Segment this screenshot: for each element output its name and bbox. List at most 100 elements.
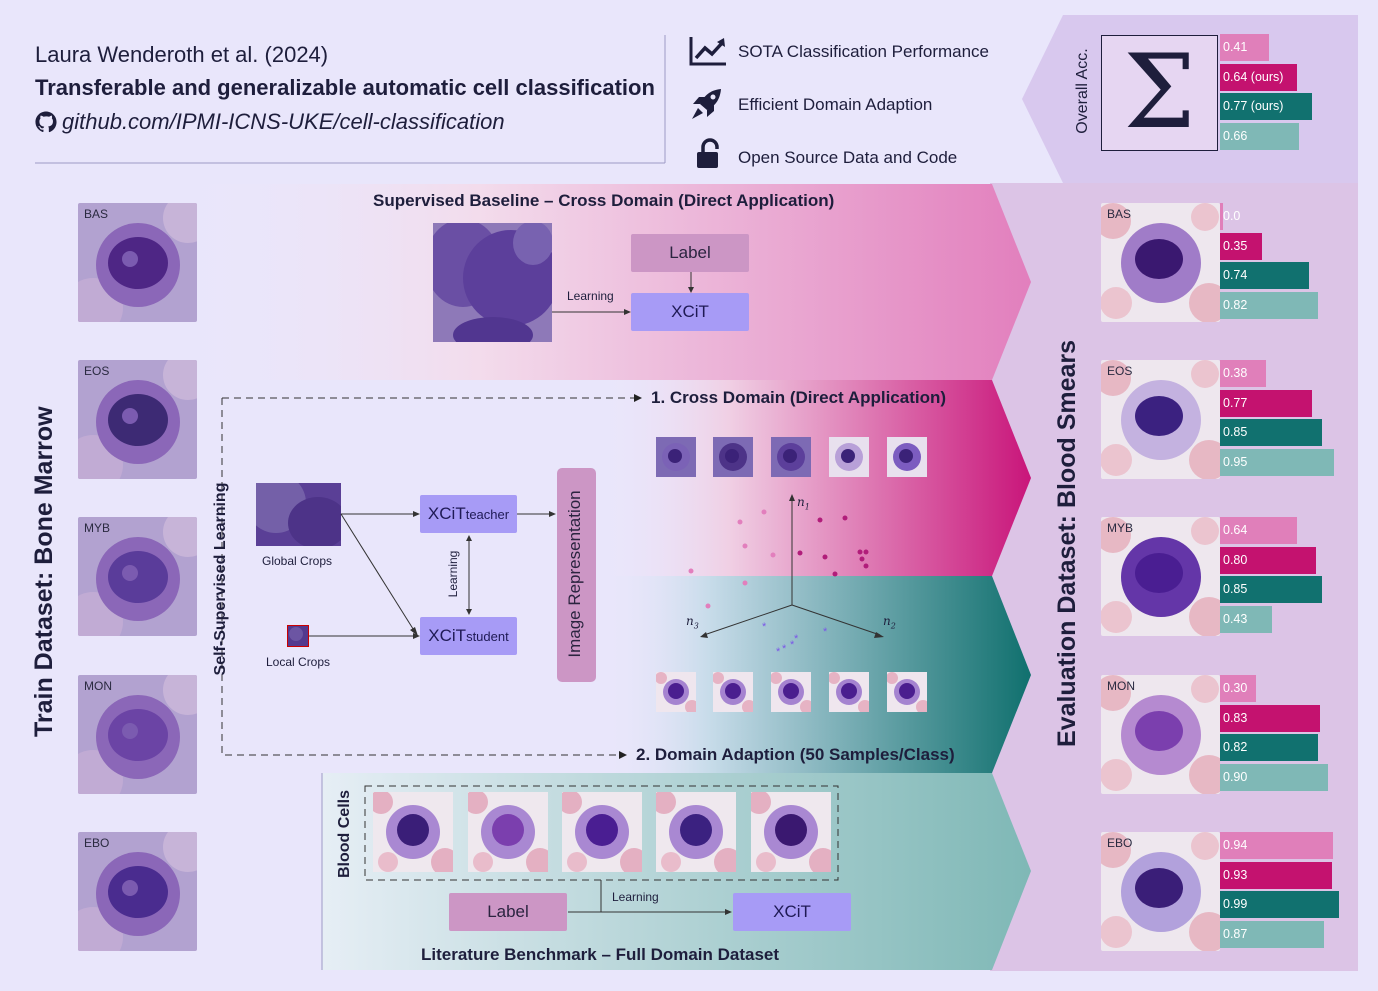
eval-bar-ebo-0: 0.94 bbox=[1220, 832, 1333, 859]
benchmark-cell bbox=[373, 792, 453, 872]
eval-bar-eos-0: 0.38 bbox=[1220, 360, 1266, 387]
domain-adaption-thumb bbox=[656, 672, 696, 712]
supervised-input-image bbox=[425, 219, 559, 353]
eval-bar-mon-2: 0.82 bbox=[1220, 734, 1319, 761]
train-cell-bas: BAS bbox=[78, 203, 197, 322]
eval-bar-bas-1: 0.35 bbox=[1220, 232, 1262, 260]
overall-bar-0: 0.41 bbox=[1220, 34, 1270, 61]
embedding-scatter: *** *** bbox=[688, 494, 884, 658]
train-cell-ebo: EBO bbox=[78, 832, 197, 951]
domain-adaption-title: 2. Domain Adaption (50 Samples/Class) bbox=[636, 745, 955, 764]
eval-dataset-label: Evaluation Dataset: Blood Smears bbox=[1053, 339, 1081, 747]
eval-bar-ebo-1: 0.93 bbox=[1220, 861, 1332, 889]
eval-bar-ebo-3: 0.87 bbox=[1220, 920, 1325, 948]
global-crop-image bbox=[246, 473, 348, 549]
eval-cell-myb: MYB bbox=[1101, 517, 1220, 636]
svg-text:*: * bbox=[823, 626, 828, 638]
domain-adaption-thumb bbox=[829, 672, 869, 712]
eval-cell-mon: MON bbox=[1101, 675, 1220, 794]
svg-text:*: * bbox=[762, 621, 767, 633]
benchmark-learning-label: Learning bbox=[612, 890, 659, 904]
xcit-student-base: XCiT bbox=[428, 626, 467, 645]
xcit-teacher-sub: teacher bbox=[465, 506, 510, 522]
scatter-cluster-pink bbox=[688, 509, 776, 609]
benchmark-cell bbox=[468, 792, 548, 872]
sigma-box: Σ bbox=[1101, 35, 1218, 151]
benchmark-cell bbox=[751, 792, 831, 872]
eval-bar-eos-1: 0.77 bbox=[1220, 389, 1313, 417]
eval-bar-mon-3: 0.90 bbox=[1220, 763, 1328, 791]
eval-bar-myb-3: 0.43 bbox=[1220, 605, 1272, 633]
sigma-symbol: Σ bbox=[1123, 33, 1196, 152]
eval-cell-eos: EOS bbox=[1101, 360, 1220, 479]
authors: Laura Wenderoth et al. (2024) bbox=[35, 42, 329, 67]
benchmark-cell bbox=[656, 792, 736, 872]
supervised-learning-label: Learning bbox=[567, 289, 614, 303]
domain-adaption-thumb bbox=[887, 672, 927, 712]
cross-domain-thumb bbox=[887, 437, 927, 477]
benchmark-xcit-box: XCiT bbox=[733, 893, 851, 931]
github-icon bbox=[35, 111, 57, 133]
rocket-icon bbox=[692, 89, 721, 119]
paper-title: Transferable and generalizable automatic… bbox=[35, 75, 655, 100]
benchmark-title: Literature Benchmark – Full Domain Datas… bbox=[421, 945, 780, 964]
unlock-icon bbox=[697, 138, 719, 168]
axis-n1-label: n1 bbox=[797, 495, 810, 512]
cell-tag: EOS bbox=[1107, 364, 1133, 378]
local-crops-label: Local Crops bbox=[266, 655, 331, 669]
supervised-title: Supervised Baseline – Cross Domain (Dire… bbox=[373, 191, 835, 210]
cross-domain-thumb bbox=[656, 437, 696, 477]
eval-bar-myb-0: 0.64 bbox=[1220, 517, 1297, 544]
eval-bar-bas-3: 0.82 bbox=[1220, 291, 1319, 319]
svg-text:*: * bbox=[790, 639, 795, 651]
cell-tag: EBO bbox=[1107, 836, 1133, 850]
cell-tag: MON bbox=[84, 679, 112, 693]
svg-text:*: * bbox=[776, 646, 781, 658]
eval-bar-eos-3: 0.95 bbox=[1220, 448, 1334, 476]
eval-bar-bas-0: 0.0 bbox=[1220, 203, 1240, 230]
chart-trend-icon bbox=[689, 37, 726, 66]
overall-bar-1: 0.64 (ours) bbox=[1220, 63, 1297, 91]
feature-label: Open Source Data and Code bbox=[738, 148, 958, 167]
feature-label: Efficient Domain Adaption bbox=[738, 95, 933, 114]
cross-domain-thumb bbox=[771, 437, 811, 477]
supervised-label-box: Label bbox=[631, 234, 749, 272]
eval-bar-mon-1: 0.83 bbox=[1220, 704, 1320, 732]
train-cell-eos: EOS bbox=[78, 360, 197, 479]
benchmark-arrow bbox=[568, 880, 732, 915]
benchmark-cell bbox=[562, 792, 642, 872]
benchmark-label-box: Label bbox=[449, 893, 567, 931]
domain-adaption-thumb bbox=[771, 672, 811, 712]
global-crops-label: Global Crops bbox=[262, 554, 333, 568]
train-cell-mon: MON bbox=[78, 675, 197, 794]
supervised-arrow bbox=[552, 309, 631, 315]
cell-tag: MYB bbox=[84, 521, 111, 535]
train-cell-myb: MYB bbox=[78, 517, 197, 636]
repo-link[interactable]: github.com/IPMI-ICNS-UKE/cell-classifica… bbox=[35, 109, 505, 135]
svg-text:*: * bbox=[782, 643, 787, 655]
xcit-teacher-base: XCiT bbox=[427, 504, 466, 523]
eval-bar-ebo-2: 0.99 bbox=[1220, 891, 1339, 918]
blood-cells-label: Blood Cells bbox=[336, 790, 353, 879]
feature-label: SOTA Classification Performance bbox=[738, 42, 989, 61]
scatter-cluster-magenta bbox=[797, 515, 869, 577]
cross-domain-thumb bbox=[713, 437, 753, 477]
cross-domain-title: 1. Cross Domain (Direct Application) bbox=[651, 388, 947, 407]
train-dataset-label: Train Dataset: Bone Marrow bbox=[30, 406, 58, 737]
cell-tag: MON bbox=[1107, 679, 1135, 693]
scatter-cluster-blue: *** *** bbox=[762, 621, 828, 658]
overall-bar-3: 0.66 bbox=[1220, 122, 1300, 150]
eval-bar-mon-0: 0.30 bbox=[1220, 675, 1256, 702]
domain-adaption-thumb bbox=[713, 672, 753, 712]
cell-tag: BAS bbox=[1107, 207, 1132, 221]
repo-text: github.com/IPMI-ICNS-UKE/cell-classifica… bbox=[62, 109, 505, 134]
xcit-student-sub: student bbox=[466, 628, 509, 644]
ssl-side-label: Self-Supervised Learning bbox=[212, 482, 229, 676]
axis-n3-label: n3 bbox=[686, 614, 699, 631]
eval-bar-myb-2: 0.85 bbox=[1220, 576, 1322, 603]
eval-cell-bas: BAS bbox=[1101, 203, 1220, 322]
supervised-xcit-box: XCiT bbox=[631, 293, 749, 331]
cross-domain-thumb bbox=[829, 437, 869, 477]
cell-tag: EBO bbox=[84, 836, 110, 850]
